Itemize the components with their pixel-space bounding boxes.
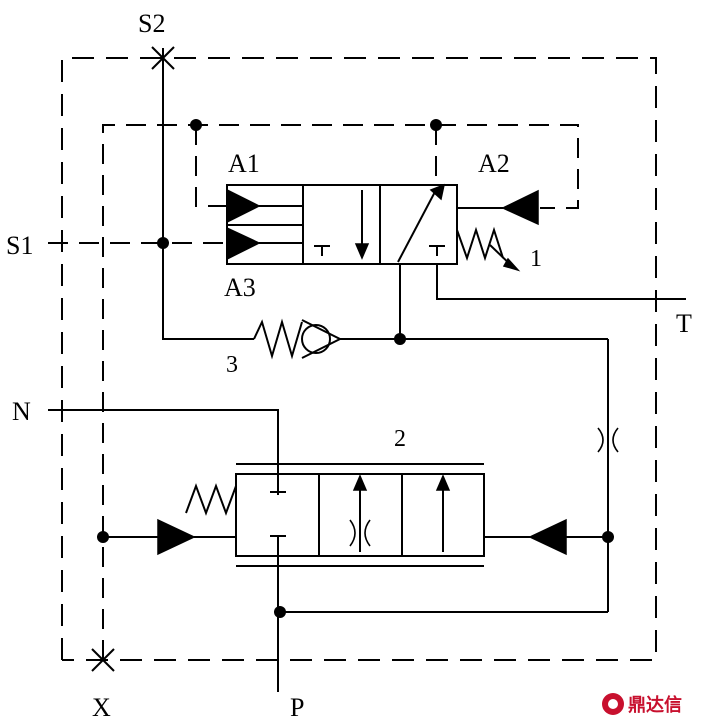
arrow-up-icon-2: [435, 474, 451, 491]
orifice-icon: [597, 427, 619, 453]
pilot-a1-triangle-icon: [226, 188, 261, 224]
arrow-diagonal-icon: [429, 183, 446, 201]
valve-1: [226, 183, 539, 272]
watermark-text: 鼎达信: [628, 694, 682, 716]
x-port-cross: [91, 648, 115, 672]
spring-icon: [456, 226, 504, 262]
spring-adjust-arrow-icon: [502, 257, 521, 272]
label-n: N: [12, 397, 31, 426]
pilot-left-triangle-icon: [157, 518, 196, 556]
pilot-a3-triangle-icon: [226, 226, 261, 261]
valve-2: [157, 463, 567, 567]
s2-port-cross: [151, 46, 175, 70]
arrow-down-icon: [354, 243, 370, 260]
label-a1: A1: [228, 149, 260, 178]
check-valve-3: [253, 318, 343, 360]
label-a3: A3: [224, 273, 256, 302]
label-s2: S2: [138, 9, 165, 38]
a1-pilot-line: [195, 125, 227, 207]
label-check-valve-3: 3: [226, 352, 238, 378]
outer-dashed-boundary: [61, 57, 657, 661]
spring-icon-2: [185, 483, 237, 516]
arrow-up-icon: [352, 474, 368, 491]
label-s1: S1: [6, 231, 33, 260]
label-p: P: [290, 693, 304, 722]
label-t: T: [676, 309, 692, 338]
solid-lines: [48, 48, 686, 692]
label-valve-2: 2: [394, 426, 406, 452]
pilot-a2-triangle-icon: [501, 189, 539, 226]
watermark-logo: 鼎达信: [602, 693, 682, 716]
pilot-right-triangle-icon: [528, 518, 567, 556]
label-a2: A2: [478, 149, 510, 178]
valve-2-body: [235, 473, 485, 557]
label-valve-1: 1: [530, 246, 542, 272]
label-x: X: [92, 693, 111, 722]
inner-dashed-pilot-lines: [48, 124, 579, 660]
